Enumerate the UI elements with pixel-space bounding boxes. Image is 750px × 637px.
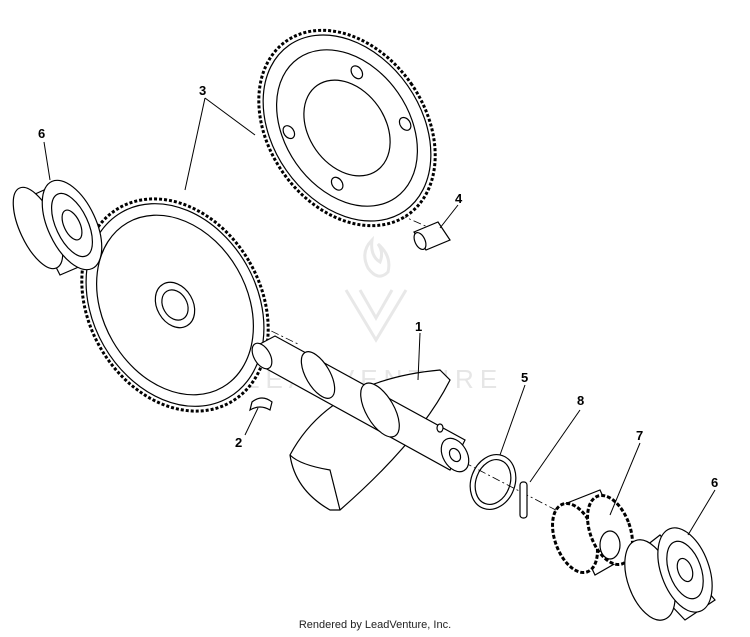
footer-credit: Rendered by LeadVenture, Inc. [298, 619, 452, 631]
callout-part-1: 1 [415, 319, 422, 334]
small-gear [551, 489, 634, 576]
bearing-right [624, 527, 716, 621]
callout-part-7: 7 [636, 428, 643, 443]
leader-lines [43, 97, 716, 536]
roll-pin [519, 481, 528, 519]
watermark-logo [344, 235, 408, 343]
callout-part-6-left: 6 [38, 126, 45, 141]
bearing-left [12, 179, 103, 276]
camshaft [251, 335, 470, 511]
callout-part-3: 3 [199, 83, 206, 98]
callout-part-4: 4 [455, 191, 463, 206]
gear-upper [257, 28, 437, 228]
gear-lower [80, 197, 270, 413]
callout-part-2: 2 [235, 435, 242, 450]
snap-ring [469, 454, 517, 510]
callout-part-5: 5 [521, 370, 528, 385]
dowel-pin [413, 221, 451, 251]
callout-part-6-right: 6 [711, 475, 718, 490]
woodruff-key [249, 397, 273, 412]
callout-part-8: 8 [577, 393, 584, 408]
